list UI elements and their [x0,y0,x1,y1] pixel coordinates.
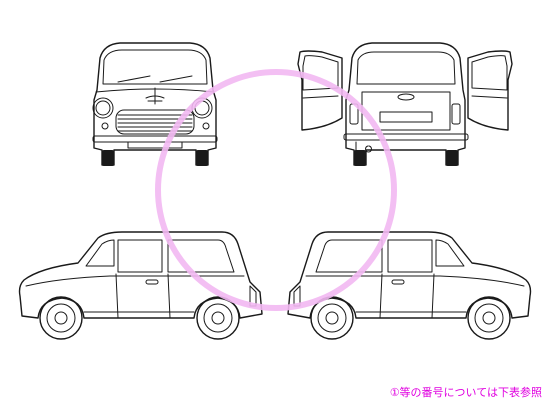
rear-view [297,42,513,166]
reference-note: ①等の番号については下表参照 [389,386,542,399]
right-side-view [287,231,532,340]
left-side-view [18,231,263,340]
highlight-ring [155,69,397,311]
front-view [92,42,218,166]
